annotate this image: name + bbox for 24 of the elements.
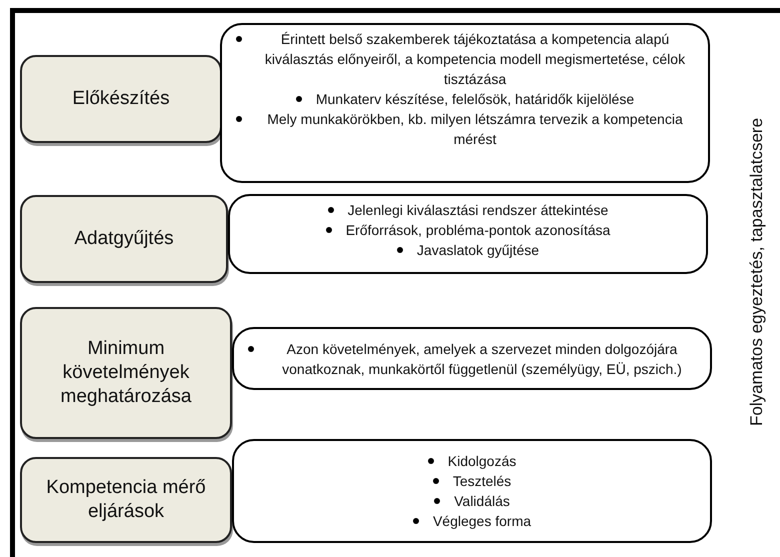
bullet-text: Erőforrások, probléma-pontok azonosítása bbox=[346, 221, 610, 240]
detail-box bbox=[228, 194, 708, 274]
bullet-text: Végleges forma bbox=[432, 512, 532, 531]
bullet-text: Javaslatok gyűjtése bbox=[416, 241, 540, 260]
bullet-text: Azon követelmények, amelyek a szervezet minden dolgozójára vonatkoznak, munkakörtől függetlenül (személyügy, EÜ, pszich.) bbox=[281, 340, 683, 378]
bullet-text: Validálás bbox=[454, 492, 510, 511]
step-title: Adatgyűjtés bbox=[74, 227, 174, 251]
detail-box bbox=[232, 439, 712, 543]
bullet-text: Munkaterv készítése, felelősök, határidők kijelölése bbox=[316, 90, 634, 109]
bullet-text: Érintett belső szakemberek tájékoztatása a kompetencia alapú kiválasztás előnyeiről, a kompetencia modell megismertetése, célok tisztázása bbox=[264, 30, 686, 89]
bullet-text: Jelenlegi kiválasztási rendszer áttekintése bbox=[348, 201, 608, 220]
step-title: Minimum követelmények meghatározása bbox=[60, 337, 192, 409]
bullet-text: Kidolgozás bbox=[448, 452, 516, 471]
step-title: Előkészítés bbox=[72, 87, 170, 111]
side-note: Folyamatos egyeztetés, tapasztalatcsere bbox=[747, 118, 767, 426]
step-box bbox=[20, 457, 232, 543]
step-box bbox=[20, 307, 232, 439]
bullet-text: Mely munkakörökben, kb. milyen létszámra tervezik a kompetencia mérést bbox=[266, 110, 684, 149]
step-title: Kompetencia mérő eljárások bbox=[45, 476, 207, 524]
detail-box bbox=[232, 327, 712, 390]
step-box bbox=[20, 55, 222, 143]
detail-box bbox=[220, 23, 710, 183]
step-box bbox=[20, 195, 228, 283]
bullet-text: Tesztelés bbox=[452, 472, 512, 491]
